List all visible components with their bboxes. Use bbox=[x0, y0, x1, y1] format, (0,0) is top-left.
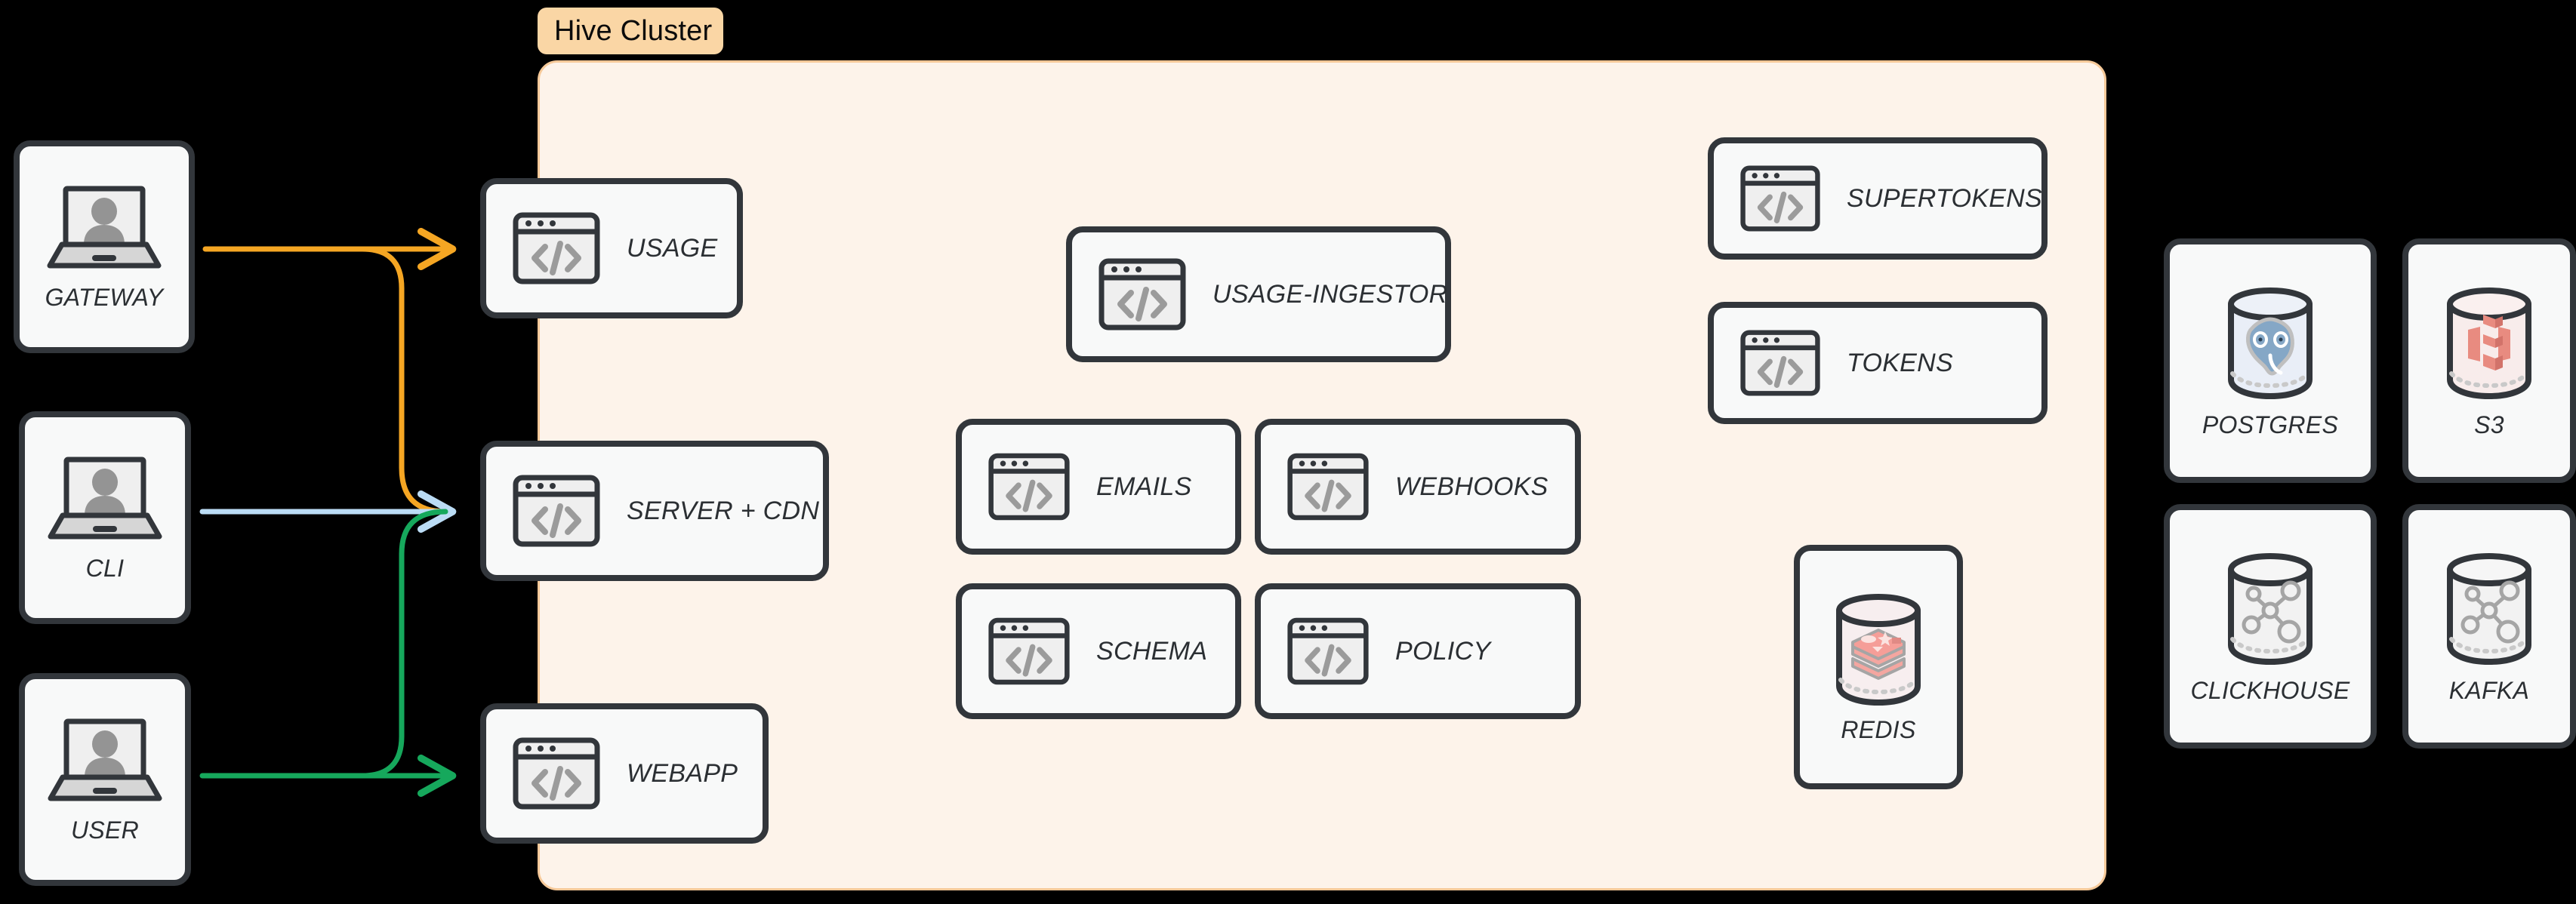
service-label: WEBHOOKS bbox=[1395, 472, 1548, 501]
service-node-webapp[interactable]: WEBAPP bbox=[480, 703, 769, 844]
store-node-postgres[interactable]: POSTGRES bbox=[2164, 238, 2377, 483]
service-label: USAGE-INGESTOR bbox=[1213, 279, 1448, 309]
client-label: GATEWAY bbox=[45, 283, 164, 311]
store-label: KAFKA bbox=[2448, 676, 2530, 704]
laptop-user-icon bbox=[45, 454, 165, 544]
code-window-icon bbox=[1286, 450, 1370, 523]
service-label: EMAILS bbox=[1096, 472, 1192, 501]
service-node-tokens[interactable]: TOKENS bbox=[1708, 302, 2048, 424]
redis-database-icon bbox=[1826, 591, 1931, 706]
code-window-icon bbox=[1739, 164, 1821, 233]
code-window-icon bbox=[512, 211, 601, 286]
laptop-user-icon bbox=[45, 715, 165, 806]
code-window-icon bbox=[512, 473, 601, 549]
cluster-label-text: Hive Cluster bbox=[554, 15, 713, 47]
code-window-icon bbox=[988, 615, 1071, 687]
code-window-icon bbox=[1098, 257, 1187, 332]
s3-bucket-database-icon bbox=[2435, 283, 2544, 401]
service-node-emails[interactable]: EMAILS bbox=[956, 419, 1241, 555]
service-node-server-cdn[interactable]: SERVER + CDN bbox=[480, 441, 829, 581]
service-label: POLICY bbox=[1395, 636, 1491, 666]
service-node-supertokens[interactable]: SUPERTOKENS bbox=[1708, 137, 2048, 260]
store-label: S3 bbox=[2474, 410, 2504, 438]
store-node-kafka[interactable]: KAFKA bbox=[2402, 504, 2576, 749]
service-label: WEBAPP bbox=[627, 758, 738, 788]
client-node-gateway[interactable]: GATEWAY bbox=[14, 140, 195, 353]
service-node-webhooks[interactable]: WEBHOOKS bbox=[1255, 419, 1581, 555]
service-node-usage-ingestor[interactable]: USAGE-INGESTOR bbox=[1066, 226, 1451, 362]
service-label: SCHEMA bbox=[1096, 636, 1208, 666]
service-label: TOKENS bbox=[1847, 348, 1953, 377]
code-window-icon bbox=[1739, 328, 1821, 398]
store-node-clickhouse[interactable]: CLICKHOUSE bbox=[2164, 504, 2377, 749]
postgres-database-icon bbox=[2216, 283, 2325, 401]
code-window-icon bbox=[1286, 615, 1370, 687]
service-node-usage[interactable]: USAGE bbox=[480, 178, 743, 318]
graph-database-icon bbox=[2435, 549, 2544, 666]
service-node-redis[interactable]: REDIS bbox=[1794, 545, 1963, 789]
service-label: SUPERTOKENS bbox=[1847, 183, 2043, 213]
client-label: USER bbox=[70, 816, 140, 844]
cluster-label-tab: Hive Cluster bbox=[538, 8, 723, 54]
graph-database-icon bbox=[2216, 549, 2325, 666]
service-label: SERVER + CDN bbox=[627, 496, 820, 525]
service-node-policy[interactable]: POLICY bbox=[1255, 583, 1581, 719]
client-node-user[interactable]: USER bbox=[19, 673, 191, 886]
wire-user-to-server-cdn bbox=[359, 509, 448, 779]
client-node-cli[interactable]: CLI bbox=[19, 411, 191, 624]
code-window-icon bbox=[512, 736, 601, 811]
store-label: POSTGRES bbox=[2202, 410, 2339, 438]
wire-gateway-to-server-cdn bbox=[359, 246, 448, 515]
service-label: REDIS bbox=[1841, 715, 1916, 743]
code-window-icon bbox=[988, 450, 1071, 523]
store-node-s3[interactable]: S3 bbox=[2402, 238, 2576, 483]
client-label: CLI bbox=[85, 554, 125, 582]
store-label: CLICKHOUSE bbox=[2190, 676, 2350, 704]
service-label: USAGE bbox=[627, 233, 718, 263]
laptop-user-icon bbox=[44, 183, 165, 273]
service-node-schema[interactable]: SCHEMA bbox=[956, 583, 1241, 719]
